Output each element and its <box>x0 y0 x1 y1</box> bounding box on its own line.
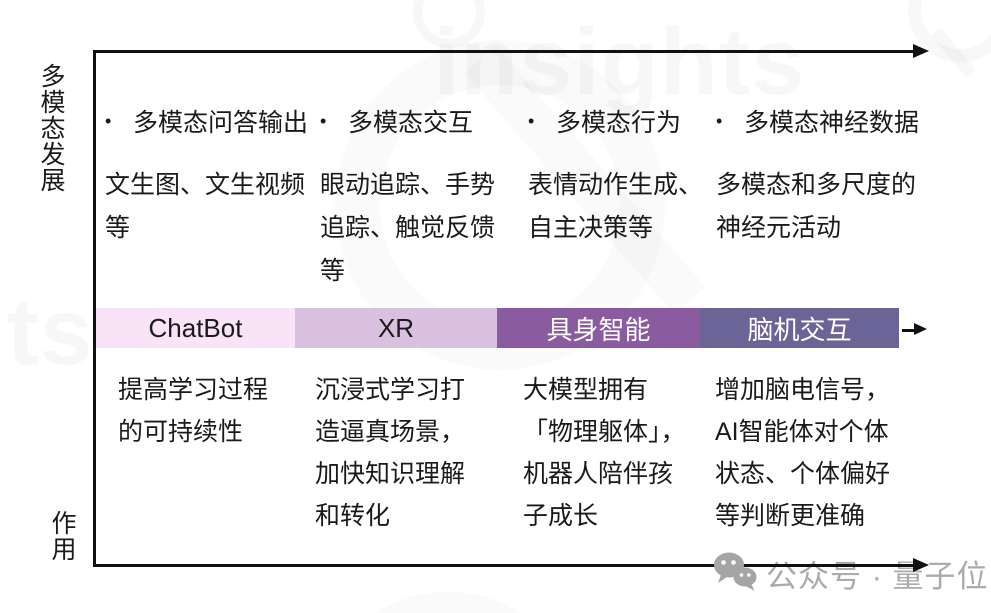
effect-column-brain-computer: 增加脑电信号， AI智能体对个体 状态、个体偏好 等判断更准确 <box>715 369 890 537</box>
effect-line: 提高学习过程 <box>118 376 269 404</box>
effect-line: 和转化 <box>315 502 391 530</box>
stage-label: 具身智能 <box>546 314 651 345</box>
effect-line: 「物理躯体」， <box>523 418 686 446</box>
detail-line: 自主决策等 <box>528 214 654 242</box>
effect-line: 大模型拥有 <box>523 376 649 404</box>
detail-line: 神经元活动 <box>716 214 842 242</box>
detail-line: 文生图、文生视频 <box>105 171 306 199</box>
stage-segment-brain-computer: 脑机交互 <box>700 308 899 348</box>
development-heading-row: • 多模态神经数据 <box>716 107 931 137</box>
stage-label: XR <box>377 312 415 343</box>
logo-ring-watermark-top <box>413 0 485 48</box>
effect-line: 造逼真场景， <box>315 418 466 446</box>
effect-column-xr: 沉浸式学习打 造逼真场景， 加快知识理解 和转化 <box>315 369 465 537</box>
development-axis-label: 多模态发展 <box>37 63 65 193</box>
detail-line: 多模态和多尺度的 <box>716 171 917 199</box>
brand-watermark: 公众号 · 量子位 <box>712 551 989 596</box>
bullet-icon: • <box>105 110 112 131</box>
development-heading-row: • 多模态问答输出 <box>105 107 320 137</box>
logo-slash-watermark-top-right <box>931 27 976 77</box>
development-heading: 多模态行为 <box>556 109 682 137</box>
background-watermark-text: insights <box>433 8 805 117</box>
effect-line: 增加脑电信号， <box>715 376 891 404</box>
effect-line: 的可持续性 <box>118 418 244 446</box>
bullet-icon: • <box>320 110 327 131</box>
development-axis-line <box>93 50 914 53</box>
detail-line: 眼动追踪、手势 <box>320 171 496 199</box>
development-heading-row: • 多模态交互 <box>320 107 515 137</box>
development-detail: 眼动追踪、手势 追踪、触觉反馈 等 <box>320 164 515 293</box>
effect-line: 等判断更准确 <box>715 502 866 530</box>
effect-line: 机器人陪伴孩 <box>523 460 674 488</box>
effect-line: 状态、个体偏好 <box>715 460 891 488</box>
development-column-interaction: • 多模态交互 眼动追踪、手势 追踪、触觉反馈 等 <box>320 107 515 293</box>
detail-line: 追踪、触觉反馈 <box>320 214 496 242</box>
development-heading: 多模态交互 <box>348 109 474 137</box>
detail-line: 等 <box>320 257 346 285</box>
effect-axis-label: 作用 <box>48 510 76 562</box>
development-detail: 文生图、文生视频 等 <box>105 164 320 250</box>
effect-axis-arrow-icon <box>913 558 929 572</box>
stage-band-arrow-line <box>902 329 915 332</box>
background-watermark-fragment: hts <box>0 278 94 387</box>
development-heading: 多模态神经数据 <box>744 109 920 137</box>
stage-segment-chatbot: ChatBot <box>96 308 295 348</box>
development-detail: 表情动作生成、 自主决策等 <box>528 164 713 250</box>
stage-segment-embodied-ai: 具身智能 <box>497 308 700 348</box>
effect-column-embodied-ai: 大模型拥有 「物理躯体」， 机器人陪伴孩 子成长 <box>523 369 686 537</box>
bullet-icon: • <box>528 110 535 131</box>
detail-line: 表情动作生成、 <box>528 171 704 199</box>
stage-label: ChatBot <box>148 312 243 343</box>
detail-line: 等 <box>105 214 131 242</box>
effect-line: 子成长 <box>523 502 599 530</box>
development-column-behavior: • 多模态行为 表情动作生成、 自主决策等 <box>528 107 713 250</box>
effect-column-chatbot: 提高学习过程 的可持续性 <box>118 369 268 453</box>
development-column-neural-data: • 多模态神经数据 多模态和多尺度的 神经元活动 <box>716 107 931 250</box>
stage-band-arrow-icon <box>914 323 927 335</box>
development-axis-arrow-icon <box>913 44 929 58</box>
effect-line: AI智能体对个体 <box>715 418 889 446</box>
development-heading-row: • 多模态行为 <box>528 107 713 137</box>
logo-ring-watermark-bottom <box>310 592 586 613</box>
development-heading: 多模态问答输出 <box>133 109 309 137</box>
vertical-axis-line <box>93 50 96 567</box>
bullet-icon: • <box>716 110 723 131</box>
stage-segment-xr: XR <box>295 308 497 348</box>
stage-band: ChatBot XR 具身智能 脑机交互 <box>96 308 899 348</box>
effect-axis-line <box>93 564 914 567</box>
stage-label: 脑机交互 <box>747 314 852 345</box>
brand-watermark-text: 公众号 · 量子位 <box>766 559 989 594</box>
effect-line: 加快知识理解 <box>315 460 466 488</box>
effect-line: 沉浸式学习打 <box>315 376 466 404</box>
development-column-qa-output: • 多模态问答输出 文生图、文生视频 等 <box>105 107 320 250</box>
development-detail: 多模态和多尺度的 神经元活动 <box>716 164 931 250</box>
wechat-icon <box>712 551 758 596</box>
